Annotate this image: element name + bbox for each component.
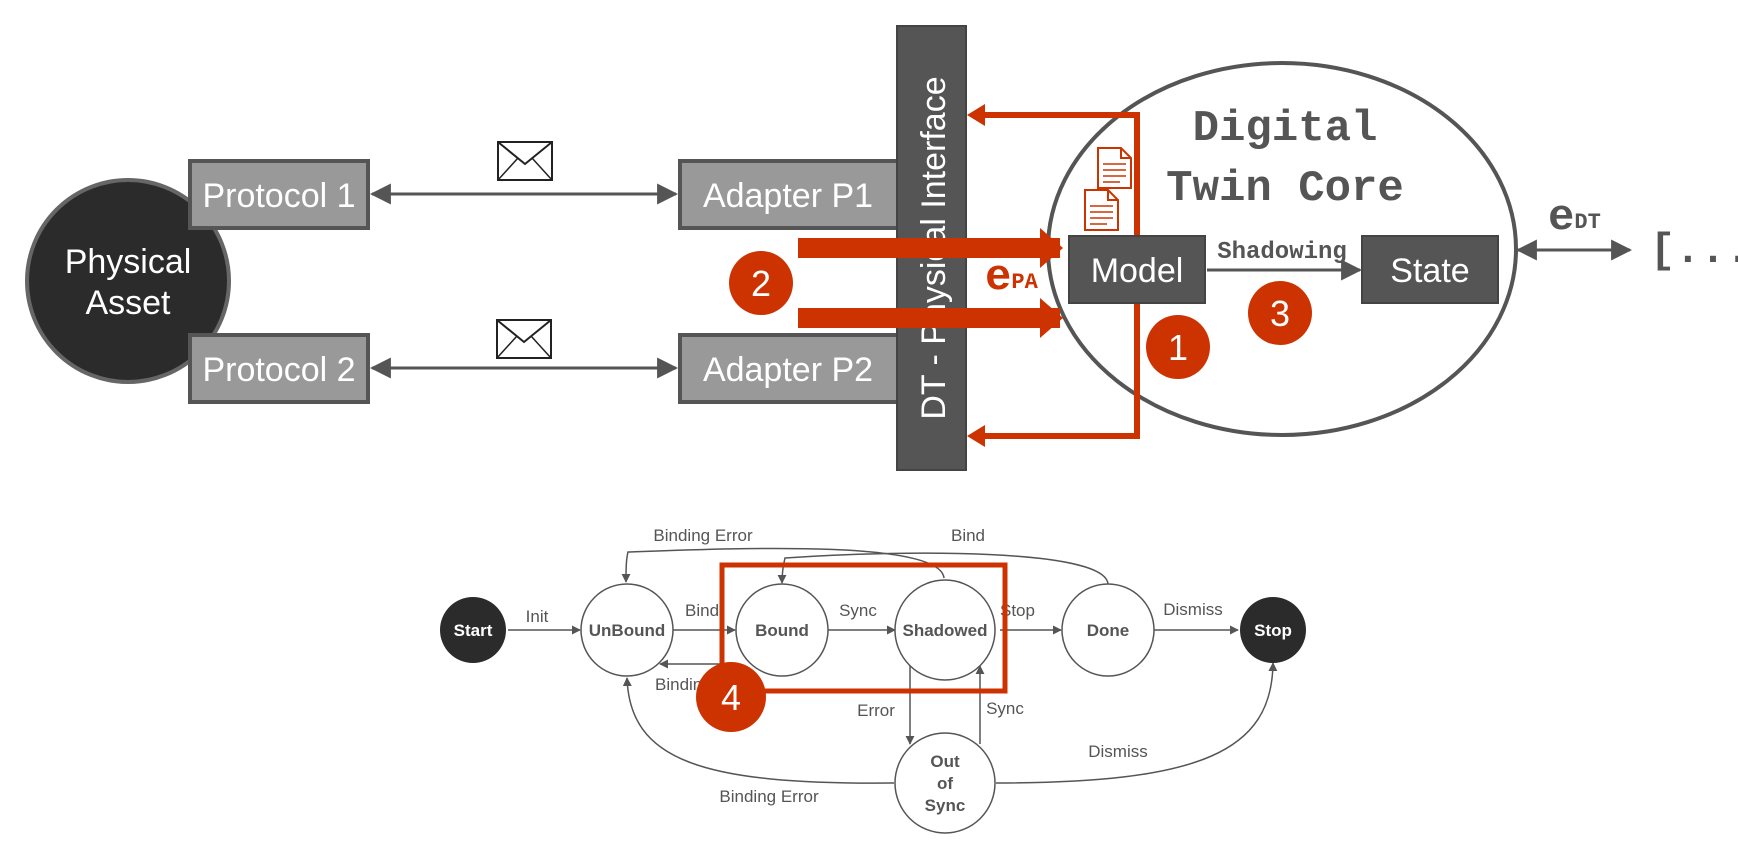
highlight-box xyxy=(719,562,1008,694)
adapter-p1-label: Adapter P1 xyxy=(703,177,873,215)
state-node: State xyxy=(1361,235,1499,304)
state-out-of-sync: Out of Sync xyxy=(894,732,996,834)
physical-asset-node xyxy=(25,178,231,384)
badge-1: 1 xyxy=(1146,315,1210,379)
model-to-interface-lower-link xyxy=(983,300,1140,439)
adapter-p2-label: Adapter P2 xyxy=(703,351,873,389)
badge-4: 4 xyxy=(696,662,766,732)
model-label: Model xyxy=(1091,252,1184,290)
protocol-2-label: Protocol 2 xyxy=(202,351,355,389)
label-binding-error-top: Binding Error xyxy=(653,526,753,545)
event-pa-label: ePA xyxy=(985,253,1039,303)
model-to-interface-upper-link xyxy=(983,112,1140,238)
transition-bind-top xyxy=(777,552,1109,585)
label-sync-back: Sync xyxy=(986,699,1024,718)
state-label: State xyxy=(1390,252,1469,290)
svg-text:Start: Start xyxy=(454,621,493,640)
svg-text:Done: Done xyxy=(1087,621,1130,640)
physical-asset-label-line2: Asset xyxy=(85,284,171,322)
state-done: Done xyxy=(1061,583,1155,677)
core-title-line1: Digital xyxy=(1193,104,1378,154)
protocol-2-node: Protocol 2 xyxy=(188,333,370,404)
label-dismiss-bottom: Dismiss xyxy=(1088,742,1148,761)
svg-text:Shadowed: Shadowed xyxy=(902,621,987,640)
svg-text:3: 3 xyxy=(1270,293,1290,334)
document-icon xyxy=(1097,147,1132,189)
document-icon xyxy=(1084,189,1119,231)
envelope-icon xyxy=(497,141,553,181)
svg-text:UnBound: UnBound xyxy=(589,621,665,640)
label-bind-top: Bind xyxy=(951,526,985,545)
shadowing-label: Shadowing xyxy=(1217,239,1347,266)
transition-dismiss-bottom xyxy=(995,662,1278,784)
state-start: Start xyxy=(440,597,506,663)
protocol-1-label: Protocol 1 xyxy=(202,177,355,215)
label-binding-error-bottom: Binding Error xyxy=(719,787,819,806)
event-dt-label: eDT xyxy=(1548,193,1601,243)
svg-text:1: 1 xyxy=(1168,327,1188,368)
transition-binding-error-top xyxy=(621,547,945,583)
adapter-p1-node: Adapter P1 xyxy=(678,159,904,230)
svg-text:of: of xyxy=(937,774,953,793)
state-bound: Bound xyxy=(735,583,829,677)
physical-asset-label-line1: Physical xyxy=(65,243,192,281)
label-bind: Bind xyxy=(685,601,719,620)
badge-3: 3 xyxy=(1248,281,1312,345)
state-stop: Stop xyxy=(1240,597,1306,663)
svg-text:Stop: Stop xyxy=(1254,621,1292,640)
svg-text:4: 4 xyxy=(721,677,741,718)
event-flow-arrow-lower xyxy=(798,298,1063,338)
envelope-icon xyxy=(496,319,552,359)
adapter-p2-node: Adapter P2 xyxy=(678,333,904,404)
label-sync: Sync xyxy=(839,601,877,620)
event-flow-arrow-upper xyxy=(798,228,1063,268)
label-error: Error xyxy=(857,701,895,720)
badge-2: 2 xyxy=(729,251,793,315)
svg-text:Bound: Bound xyxy=(755,621,809,640)
core-title-line2: Twin Core xyxy=(1166,164,1404,214)
transition-binding-error-bottom xyxy=(622,677,895,784)
model-node: Model xyxy=(1068,235,1206,304)
label-dismiss: Dismiss xyxy=(1163,600,1223,619)
label-stop: Stop xyxy=(1000,601,1035,620)
svg-text:2: 2 xyxy=(751,263,771,304)
state-shadowed: Shadowed xyxy=(894,579,996,681)
state-unbound: UnBound xyxy=(580,583,674,677)
svg-text:Sync: Sync xyxy=(925,796,966,815)
svg-text:Out: Out xyxy=(930,752,960,771)
protocol-1-node: Protocol 1 xyxy=(188,159,370,230)
label-init: Init xyxy=(526,607,549,626)
ellipsis-label: [...] xyxy=(1650,227,1738,275)
